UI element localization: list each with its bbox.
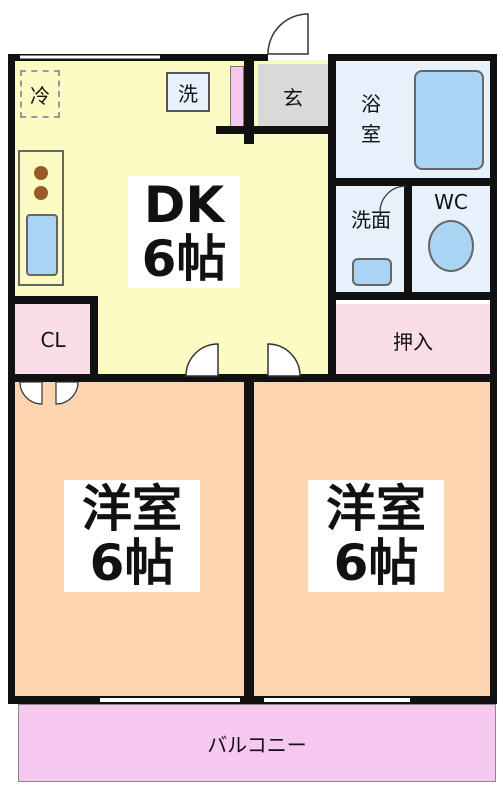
dk-door-arc-right <box>267 343 301 377</box>
entrance-label: 玄 <box>283 85 303 110</box>
refrigerator-label: 冷 <box>30 83 50 108</box>
stove-burner-bottom <box>34 186 48 200</box>
wall-wc-left <box>404 178 412 296</box>
bathroom-label-line2: 室 <box>361 122 381 146</box>
dk-label-line2: 6帖 <box>141 230 227 288</box>
balcony-label: バルコニー <box>207 732 307 757</box>
dk-label: DK 6帖 <box>128 176 240 288</box>
balcony-area <box>18 704 496 782</box>
entrance-area <box>258 64 328 128</box>
washing-machine-label: 洗 <box>178 81 198 106</box>
western-room-right-label: 洋室 6帖 <box>308 480 444 592</box>
western-room-left-label-line1: 洋室 <box>82 480 182 538</box>
entrance-door-arc <box>267 13 309 55</box>
wash-basin <box>352 258 392 286</box>
wall-top-right <box>330 54 496 61</box>
dk-door-arc-left <box>185 343 219 377</box>
wall-dk-right <box>328 54 336 378</box>
wall-closet-right <box>90 296 98 380</box>
closet-label: CL <box>40 328 66 352</box>
wall-wet-bottom <box>330 292 496 300</box>
wall-closet-top <box>8 296 98 304</box>
kitchen-sink <box>26 214 58 276</box>
stove-burner-top <box>34 166 48 180</box>
wall-rooms-divider <box>244 374 254 702</box>
oshiire-label: 押入 <box>393 329 433 354</box>
wall-entrance-left <box>244 54 254 144</box>
dk-label-line1: DK <box>143 176 225 234</box>
western-room-right-label-line1: 洋室 <box>326 480 426 538</box>
bathtub <box>414 70 484 170</box>
bathroom-label: 浴 室 <box>346 84 396 154</box>
washroom-label: 洗面 <box>351 207 391 232</box>
oshiire-closet <box>336 304 490 376</box>
toilet-bowl <box>428 220 474 272</box>
refrigerator-space <box>20 70 60 118</box>
closet-door-arc <box>19 381 79 405</box>
western-room-left-label: 洋室 6帖 <box>64 480 200 592</box>
western-room-left-label-line2: 6帖 <box>89 534 175 592</box>
closet <box>14 304 92 376</box>
wall-entrance-bottom <box>216 126 330 134</box>
bathroom-label-line1: 浴 <box>361 92 381 116</box>
wall-bath-bottom <box>330 178 496 186</box>
washing-machine-space <box>166 72 210 112</box>
wc-door-arc <box>379 185 407 213</box>
western-room-right-label-line2: 6帖 <box>333 534 419 592</box>
toilet-label: WC <box>434 190 468 214</box>
